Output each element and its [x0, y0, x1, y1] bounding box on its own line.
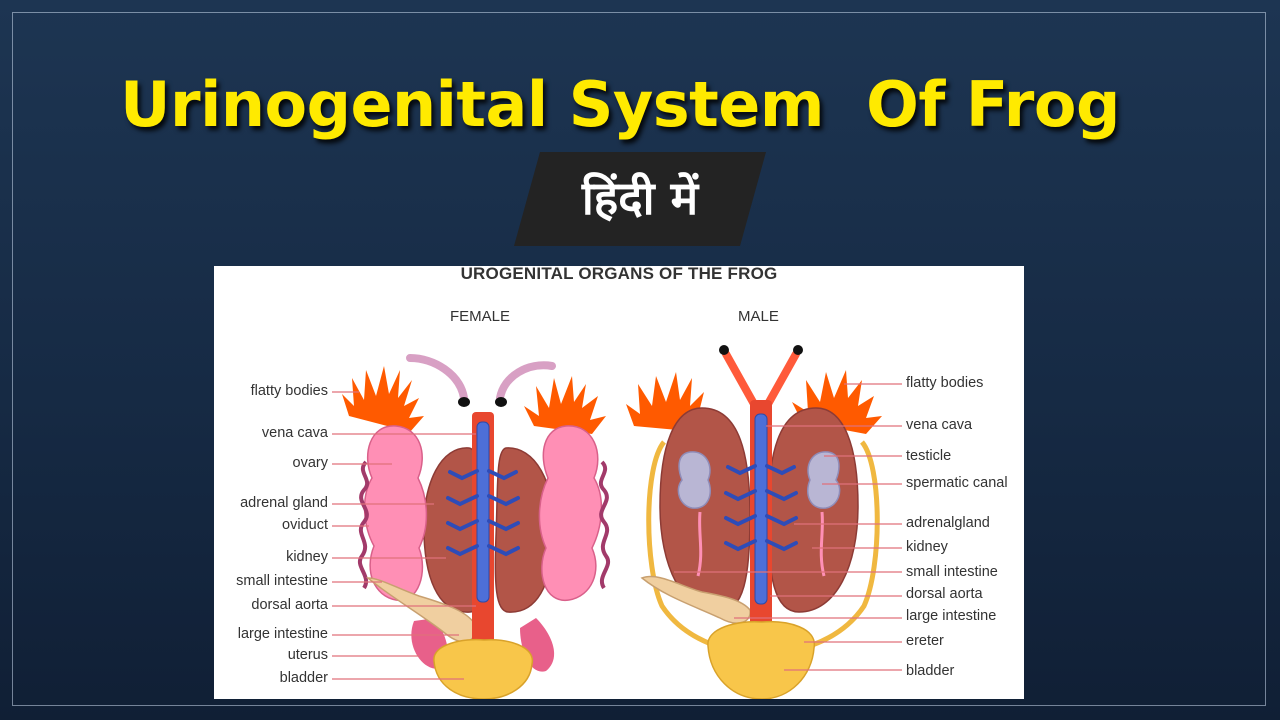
subtitle-text: हिंदी में — [581, 171, 699, 225]
female-label: kidney — [286, 549, 328, 565]
male-spermatic-canals — [696, 511, 826, 577]
female-label: dorsal aorta — [251, 597, 328, 613]
female-oviduct-funnels — [406, 354, 556, 402]
female-label: small intestine — [236, 573, 328, 589]
female-fat-bodies — [342, 366, 606, 434]
banner-shape — [514, 152, 766, 246]
female-oviduct-coils — [358, 460, 610, 590]
diagram-panel: UROGENITAL ORGANS OF THE FROG FEMALE MAL… — [214, 266, 1024, 699]
female-vena-cava — [476, 421, 490, 603]
female-leader-lines — [332, 391, 476, 680]
male-vessel-end-right — [793, 345, 803, 355]
male-label: large intestine — [906, 608, 997, 624]
female-label: flatty bodies — [250, 383, 328, 399]
male-label: spermatic canal — [906, 475, 1008, 491]
male-label: flatty bodies — [906, 375, 984, 391]
male-label: small intestine — [906, 564, 998, 580]
male-label: vena cava — [906, 417, 973, 433]
diagram-title: UROGENITAL ORGANS OF THE FROG — [460, 266, 778, 283]
female-label: oviduct — [282, 517, 328, 533]
male-leader-lines — [674, 383, 902, 671]
male-label: ereter — [906, 633, 944, 649]
female-bladder — [433, 638, 533, 699]
female-label: large intestine — [237, 626, 328, 642]
female-organs — [332, 354, 610, 699]
male-heading: MALE — [738, 308, 779, 325]
slide-frame — [12, 12, 1266, 706]
male-renal-veins — [724, 464, 798, 552]
female-ovaries — [363, 425, 603, 601]
female-label: bladder — [279, 670, 328, 686]
female-funnel-left — [458, 397, 470, 407]
male-testicles — [677, 451, 841, 509]
male-label: adrenalgland — [906, 515, 990, 531]
male-vena-cava — [754, 413, 768, 605]
page-title: Urinogenital System Of Frog — [120, 68, 1120, 141]
male-vessel-end-left — [719, 345, 729, 355]
female-renal-veins — [446, 469, 520, 557]
frog-organs-illustration — [332, 345, 902, 699]
male-label: kidney — [906, 539, 948, 555]
male-organs — [626, 345, 902, 699]
female-funnel-right — [495, 397, 507, 407]
subtitle-banner: हिंदी में — [514, 152, 766, 246]
male-bladder — [707, 620, 815, 699]
female-label: vena cava — [261, 425, 328, 441]
male-upper-vessels — [722, 350, 800, 408]
female-label: adrenal gland — [240, 495, 328, 511]
female-heading: FEMALE — [450, 308, 511, 325]
male-label: bladder — [906, 663, 955, 679]
male-label: dorsal aorta — [906, 586, 983, 602]
male-label: testicle — [906, 448, 952, 464]
female-label: uterus — [287, 647, 328, 663]
female-label: ovary — [292, 455, 328, 471]
